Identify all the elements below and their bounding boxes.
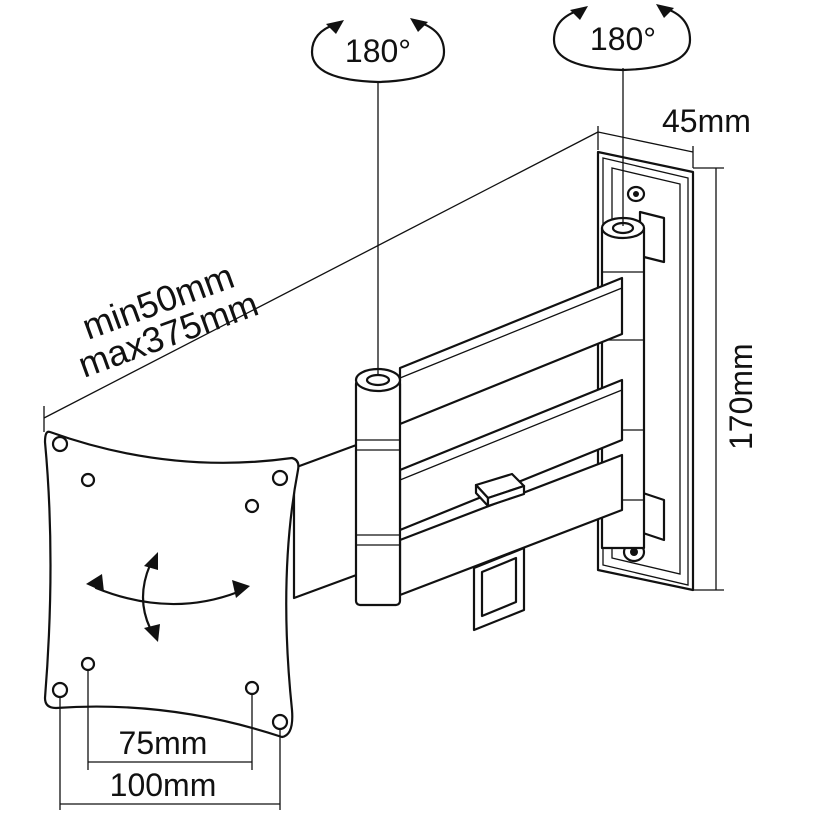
tilt-arrow-curve [141, 563, 152, 630]
tilt-arrowhead-top [144, 552, 158, 570]
elbow-hinge-cylinder [354, 378, 402, 607]
vesa-large-label: 100mm [110, 767, 217, 803]
swivel-arrowhead-left [86, 574, 104, 592]
dimension-depth: 45mm [597, 103, 751, 168]
rotation-arrowhead-right-b [656, 4, 674, 18]
articulating-arms [292, 276, 624, 600]
cable-clip-bottom-inner [480, 556, 518, 618]
vesa-hole-2 [80, 472, 96, 488]
reach-dim-line [43, 131, 599, 419]
vesa-hole-7 [244, 680, 260, 696]
vesa-small-label: 75mm [119, 725, 208, 761]
vesa-hole-4 [271, 469, 289, 487]
upper-arm-edge [399, 287, 623, 379]
elbow-hinge-pin [365, 373, 391, 387]
rotation-arrowhead-right-a [570, 6, 588, 20]
tilt-arrowhead-bottom [144, 624, 160, 642]
dimension-height: 170mm [693, 167, 759, 591]
rotation-callout-left: 180° [310, 18, 446, 374]
vesa-hole-3 [244, 498, 260, 514]
dimension-vesa: 75mm 100mm [59, 670, 281, 810]
tilt-swivel-arrows-icon [86, 552, 250, 642]
rotation-arrowhead-left-b [410, 18, 428, 32]
height-label: 170mm [723, 343, 759, 450]
swivel-arrowhead-right [232, 580, 250, 598]
vesa-hole-1 [51, 435, 69, 453]
rotation-label-left: 180° [345, 33, 411, 69]
dimension-reach: min50mm max375mm [43, 131, 599, 432]
depth-label: 45mm [662, 103, 751, 139]
elbow-hinge [354, 367, 402, 607]
rotation-ring-left [310, 20, 446, 84]
cable-clips [472, 472, 526, 632]
rotation-label-right: 180° [590, 21, 656, 57]
rotation-callout-right: 180° [552, 4, 692, 226]
vesa-hole-8 [271, 713, 289, 731]
rotation-ring-right [552, 6, 692, 72]
wall-screw-bottom [630, 548, 638, 556]
swivel-arrow-curve [94, 586, 240, 606]
rotation-arrowhead-left-a [326, 20, 344, 34]
vesa-hole-6 [51, 681, 69, 699]
vesa-plate-body [43, 430, 300, 739]
vesa-head-plate [43, 430, 300, 739]
cable-clip-top-front [486, 484, 526, 508]
wall-screw-top [633, 191, 639, 197]
middle-arm-edge [399, 389, 623, 481]
depth-dim-line [597, 131, 694, 153]
vesa-hole-5 [80, 656, 96, 672]
